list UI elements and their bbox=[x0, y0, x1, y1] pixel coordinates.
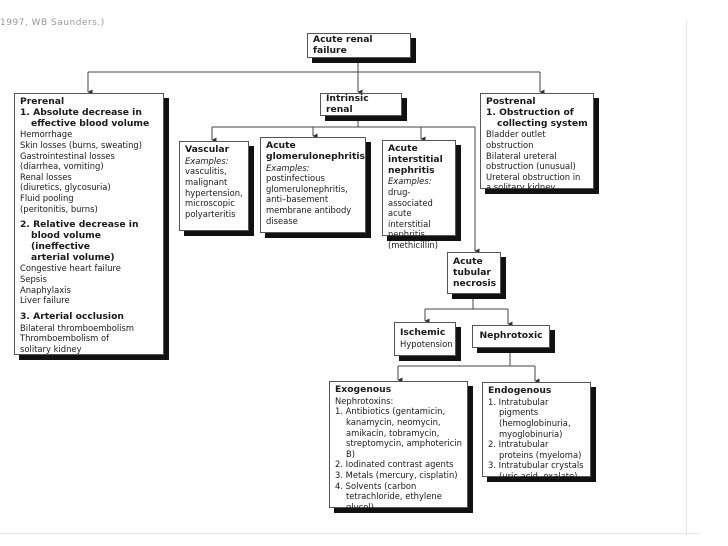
list-item: solitary kidney bbox=[20, 343, 82, 354]
list-item: Hypotension bbox=[400, 338, 453, 349]
node-title: Acute bbox=[266, 140, 296, 151]
node-title: interstitial bbox=[388, 153, 443, 165]
list-item: Liver failure bbox=[20, 295, 70, 306]
list-item: Gastrointestinal losses bbox=[20, 150, 115, 161]
node-ischemic: Ischemic Hypotension bbox=[394, 322, 456, 356]
node-title: Exogenous bbox=[335, 384, 392, 395]
list-item: membrane antibody bbox=[266, 204, 352, 215]
list-item: Ureteral obstruction in bbox=[486, 171, 581, 182]
node-title: Ischemic bbox=[400, 327, 446, 338]
list-item: 2. Intratubular proteins (myeloma) bbox=[488, 439, 582, 460]
node-prerenal: Prerenal 1. Absolute decrease in effecti… bbox=[14, 93, 164, 355]
list-item: nephritis bbox=[388, 229, 425, 240]
list-item: 1. Intratubular pigments (hemoglobinuria… bbox=[488, 396, 571, 439]
list-item: Thromboembolism of bbox=[20, 333, 110, 344]
node-acute-tubular-necrosis: Acute tubular necrosis bbox=[447, 252, 501, 294]
list-item: malignant bbox=[185, 176, 228, 187]
section-heading: 2. Relative decrease in bbox=[20, 219, 139, 231]
node-title: Acute bbox=[453, 256, 483, 267]
node-intrinsic-renal: Intrinsic renal bbox=[320, 93, 402, 116]
list-item: Skin losses (burns, sweating) bbox=[20, 139, 143, 150]
list-item: 3. Metals (mercury, cisplatin) bbox=[335, 469, 458, 480]
list-item: polyarteritis bbox=[185, 208, 236, 219]
list-item: anti–basement bbox=[266, 194, 329, 205]
section-heading: 1. Absolute decrease in bbox=[20, 106, 142, 118]
frame-divider bbox=[0, 533, 700, 534]
node-title: Acute bbox=[388, 143, 418, 154]
node-title: necrosis bbox=[453, 277, 497, 289]
node-vascular: Vascular Examples: vasculitis, malignant… bbox=[179, 141, 249, 231]
list-item: Bladder outlet obstruction bbox=[486, 129, 546, 150]
list-item: (peritonitis, burns) bbox=[20, 203, 98, 214]
node-title: Prerenal bbox=[20, 96, 65, 107]
list-item: 4. Solvents (carbon tetrachloride, ethyl… bbox=[335, 480, 442, 512]
node-title: glomerulonephritis bbox=[266, 150, 365, 162]
node-endogenous: Endogenous 1. Intratubular pigments (hem… bbox=[482, 382, 591, 481]
list-item: Bilateral ureteral bbox=[486, 150, 557, 161]
list-item: hypertension, bbox=[185, 187, 243, 198]
list-item: obstruction (unusual) bbox=[486, 161, 576, 172]
node-acute-interstitial-nephritis: Acute interstitial nephritis Examples: d… bbox=[382, 140, 456, 250]
list-item: Bilateral thromboembolism bbox=[20, 322, 135, 333]
section-heading: blood volume (ineffective bbox=[31, 229, 101, 252]
list-item: vasculitis, bbox=[185, 166, 227, 177]
list-item: Congestive heart failure bbox=[20, 263, 121, 274]
node-title: Endogenous bbox=[488, 385, 552, 396]
source-credit: 1997, WB Saunders.) bbox=[0, 18, 105, 28]
section-heading: 1. Obstruction of bbox=[486, 106, 574, 118]
list-item: 3. Intratubular crystals (uric acid, oxa… bbox=[488, 460, 584, 481]
list-item: Sepsis bbox=[20, 273, 47, 284]
list-item: a solitary kidney bbox=[486, 182, 556, 193]
node-acute-glomerulonephritis: Acute glomerulonephritis Examples: posti… bbox=[260, 137, 366, 233]
node-title: Vascular bbox=[185, 144, 230, 155]
list-item: 1. Antibiotics (gentamicin, kanamycin, n… bbox=[335, 406, 462, 459]
section-heading: collecting system bbox=[497, 117, 588, 129]
node-title: Postrenal bbox=[486, 96, 536, 107]
node-nephrotoxic: Nephrotoxic bbox=[472, 325, 550, 348]
node-title: tubular bbox=[453, 266, 491, 278]
node-subtitle: Nephrotoxins: bbox=[335, 395, 394, 406]
node-postrenal: Postrenal 1. Obstruction of collecting s… bbox=[480, 93, 594, 192]
list-item: postinfectious bbox=[266, 173, 325, 184]
list-item: Renal losses bbox=[20, 171, 72, 182]
node-title: nephritis bbox=[388, 164, 435, 176]
section-heading: 3. Arterial occlusion bbox=[20, 310, 124, 322]
frame-divider bbox=[686, 20, 687, 535]
section-heading: arterial volume) bbox=[31, 251, 115, 263]
list-item: Anaphylaxis bbox=[20, 284, 71, 295]
list-item: acute interstitial bbox=[388, 208, 431, 229]
list-item: 2. Iodinated contrast agents bbox=[335, 459, 454, 470]
list-item: (methicillin) bbox=[388, 239, 438, 250]
list-item: microscopic bbox=[185, 198, 235, 209]
root-node-acute-renal-failure: Acute renal failure bbox=[307, 33, 411, 58]
list-item: glomerulonephritis, bbox=[266, 183, 348, 194]
list-item: disease bbox=[266, 215, 298, 226]
list-item: drug-associated bbox=[388, 186, 433, 208]
list-item: (diuretics, glycosuria) bbox=[20, 182, 111, 193]
examples-label: Examples: bbox=[388, 176, 432, 187]
examples-label: Examples: bbox=[266, 162, 310, 173]
node-exogenous: Exogenous Nephrotoxins: 1. Antibiotics (… bbox=[329, 381, 468, 512]
section-heading: effective blood volume bbox=[31, 117, 150, 129]
list-item: Hemorrhage bbox=[20, 129, 73, 140]
list-item: Fluid pooling bbox=[20, 192, 74, 203]
list-item: (diarrhea, vomiting) bbox=[20, 161, 104, 172]
examples-label: Examples: bbox=[185, 155, 229, 166]
